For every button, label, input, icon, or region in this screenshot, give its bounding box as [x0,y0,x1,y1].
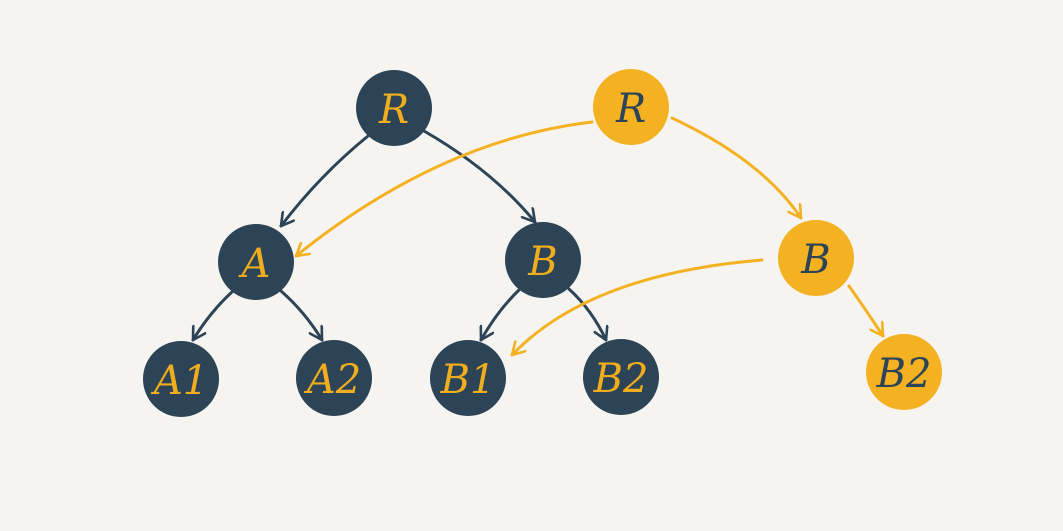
edge-r-new-to-b-new [670,116,803,220]
node-label: A2 [303,357,361,403]
node-circle [430,340,506,416]
node-label: B [527,239,557,285]
node-label: B [800,237,830,283]
edges-layer [191,116,885,357]
node-label: R [615,86,646,132]
original-node-b1: B1 [430,340,506,416]
edge-r-to-b [422,129,537,224]
original-node-a: A [218,224,294,300]
edge-b-new-to-b1 [510,258,764,357]
edge-r-new-to-a [294,120,594,258]
node-circle [778,220,854,296]
edge-b-to-b2 [567,287,606,342]
node-label: B2 [593,356,649,402]
node-circle [583,339,659,415]
nodes-layer: R A B A1 A2 B1 B2 R B B2 [143,69,942,417]
node-circle [143,341,219,417]
original-node-b: B [505,222,581,298]
node-label: A [238,241,271,287]
node-circle [356,70,432,146]
node-circle [505,222,581,298]
edge-a-to-a1 [191,289,235,342]
node-circle [866,334,942,410]
edge-r-to-a [279,134,370,228]
node-label: R [378,87,409,133]
edge-b-new-to-b2-new [847,284,885,338]
edge-a-to-a2 [279,289,324,342]
new-node-b2-new: B2 [866,334,942,410]
node-circle [296,340,372,416]
original-node-a2: A2 [296,340,372,416]
node-circle [593,69,669,145]
node-label: B2 [876,351,932,397]
new-node-b-new: B [778,220,854,296]
node-circle [218,224,294,300]
new-node-r-new: R [593,69,669,145]
original-node-a1: A1 [143,341,219,417]
original-node-b2: B2 [583,339,659,415]
node-label: B1 [440,357,496,403]
edge-b-to-b1 [479,287,522,342]
original-node-r: R [356,70,432,146]
node-label: A1 [150,358,208,404]
